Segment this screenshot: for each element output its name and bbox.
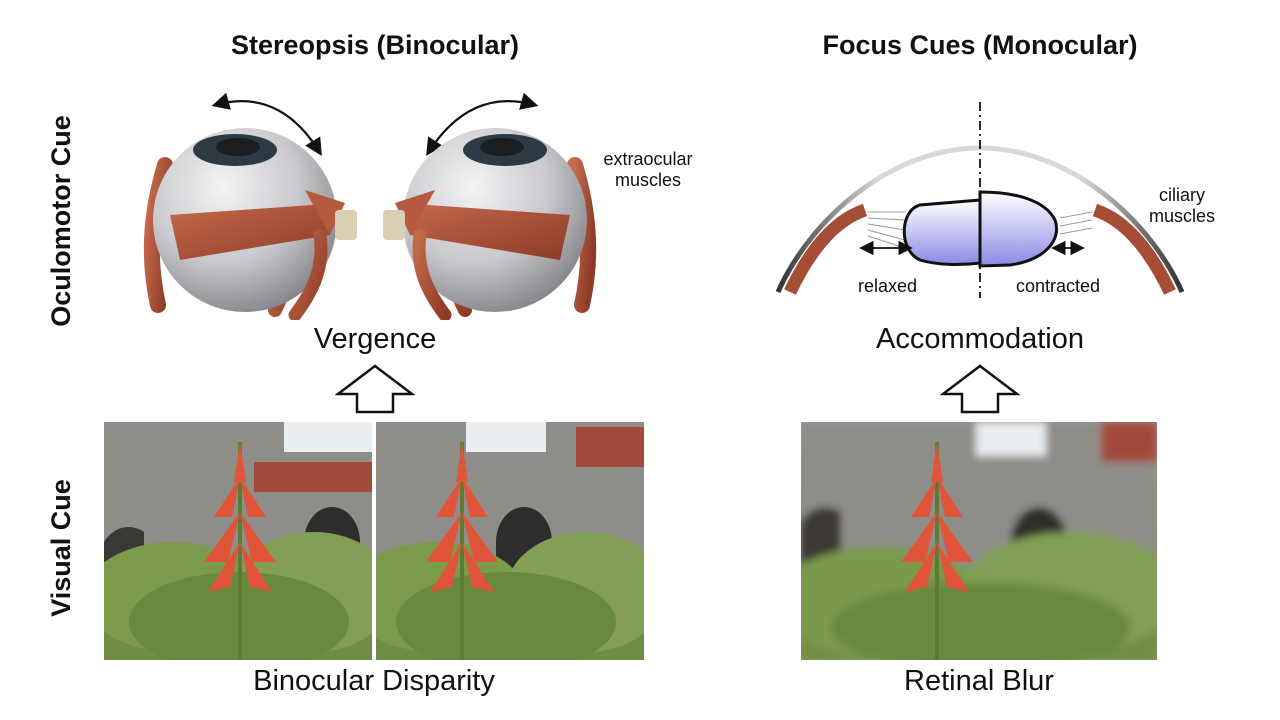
accommodation-label: Accommodation bbox=[876, 323, 1084, 355]
ciliary-label-line2: muscles bbox=[1148, 206, 1215, 226]
ciliary-muscles-label: ciliary muscles bbox=[1142, 185, 1222, 227]
extraocular-muscles-label: extraocular muscles bbox=[597, 149, 699, 191]
contracted-label: contracted bbox=[1016, 276, 1101, 296]
accommodation-lens-illustration bbox=[775, 102, 1185, 298]
right-eyeball bbox=[383, 128, 597, 320]
right-eye-rotation-arrow bbox=[426, 92, 539, 156]
left-eyeball bbox=[143, 128, 357, 320]
up-arrow-monocular bbox=[940, 364, 1020, 414]
vergence-label: Vergence bbox=[313, 323, 437, 355]
lens-contracted-half bbox=[978, 190, 1058, 268]
right-ciliary-muscle bbox=[1092, 203, 1176, 295]
left-eye-rotation-arrow bbox=[211, 92, 322, 157]
retinal-blur-label: Retinal Blur bbox=[904, 665, 1054, 697]
vergence-eyes-illustration bbox=[143, 92, 597, 320]
ciliary-label-line1: ciliary bbox=[1158, 185, 1205, 205]
extraocular-label-line2: muscles bbox=[614, 170, 681, 190]
visual-row-label: Visual Cue bbox=[46, 479, 76, 617]
monocular-column-title: Focus Cues (Monocular) bbox=[822, 30, 1138, 60]
stereo-left-photo bbox=[104, 422, 372, 660]
binocular-column-title: Stereopsis (Binocular) bbox=[230, 30, 520, 60]
relaxed-label: relaxed bbox=[858, 276, 918, 296]
oculomotor-row-label: Oculomotor Cue bbox=[46, 115, 76, 327]
retinal-blur-photo bbox=[801, 422, 1157, 660]
left-ciliary-muscle bbox=[784, 203, 868, 295]
lens-relaxed-half bbox=[902, 198, 982, 267]
up-arrow-binocular bbox=[335, 364, 415, 414]
stereo-right-photo bbox=[376, 422, 644, 660]
binocular-disparity-label: Binocular Disparity bbox=[253, 665, 495, 697]
extraocular-label-line1: extraocular bbox=[603, 149, 693, 169]
